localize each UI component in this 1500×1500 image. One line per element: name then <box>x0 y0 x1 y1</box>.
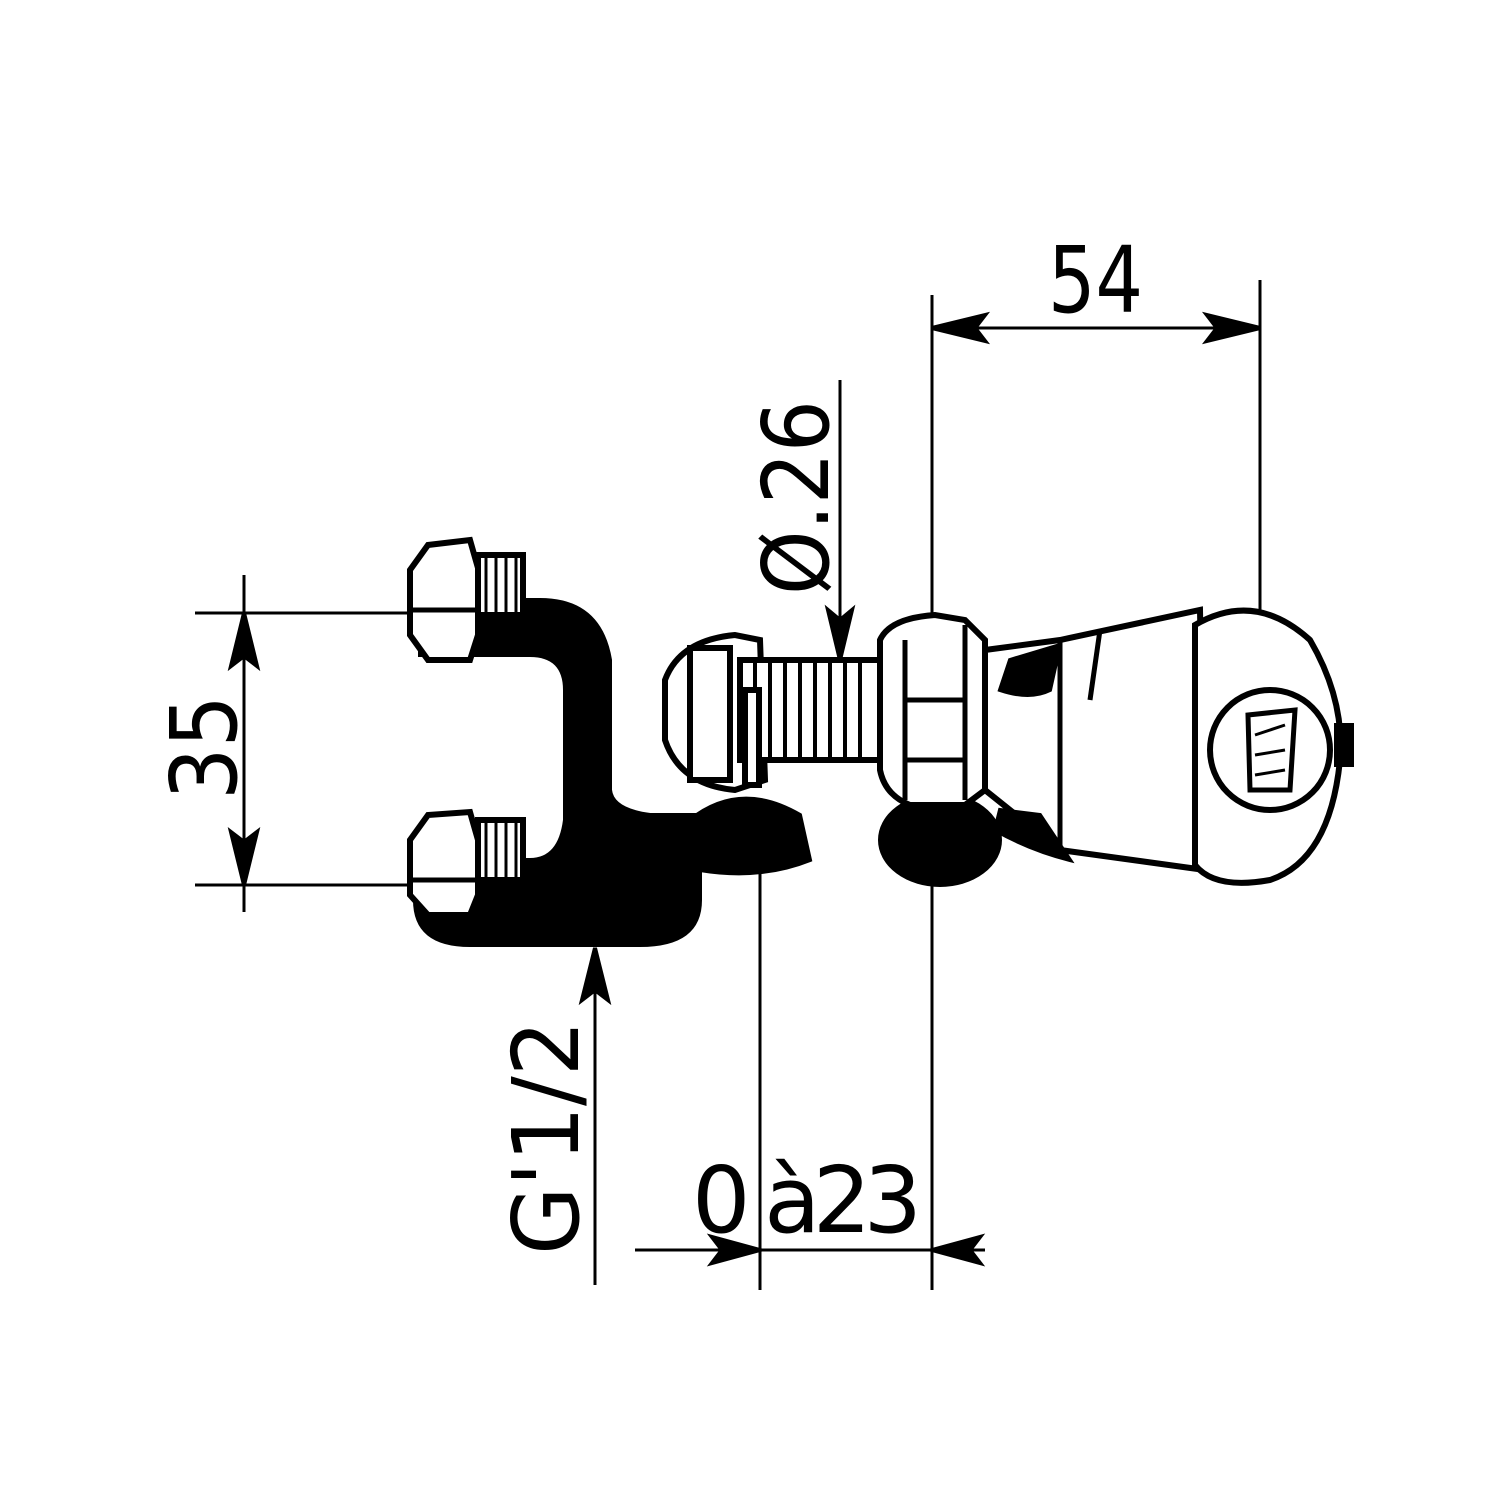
label-width-54: 54 <box>1048 227 1143 334</box>
dimension-labels: 54 Ø.26 35 G'1/2 0 à23 <box>151 227 1143 1255</box>
cap-badge <box>1207 687 1333 813</box>
valve-body <box>407 536 1002 947</box>
arrow-zero <box>706 1233 768 1267</box>
threaded-spindle <box>737 657 883 763</box>
arrow-diameter <box>824 604 856 661</box>
valve-handle <box>982 606 1354 886</box>
arrow-up-35 <box>227 612 261 672</box>
label-thread-g12: G'1/2 <box>493 1020 600 1255</box>
body-hex-nut <box>877 611 988 808</box>
arrow-down-35 <box>227 826 261 886</box>
label-adjust-range: 0 à23 <box>692 1147 922 1254</box>
yoke <box>413 598 702 947</box>
upper-hex-nut <box>407 536 481 663</box>
label-spacing-35: 35 <box>151 695 258 800</box>
arrow-thread <box>578 947 612 1006</box>
lower-hex-nut <box>407 808 481 918</box>
arrow-left-54 <box>931 311 991 345</box>
arrow-right-54 <box>1201 311 1261 345</box>
dimension-lines <box>195 280 1262 1290</box>
label-diameter-26: Ø.26 <box>743 400 850 595</box>
arrow-twentythree <box>924 1233 986 1267</box>
